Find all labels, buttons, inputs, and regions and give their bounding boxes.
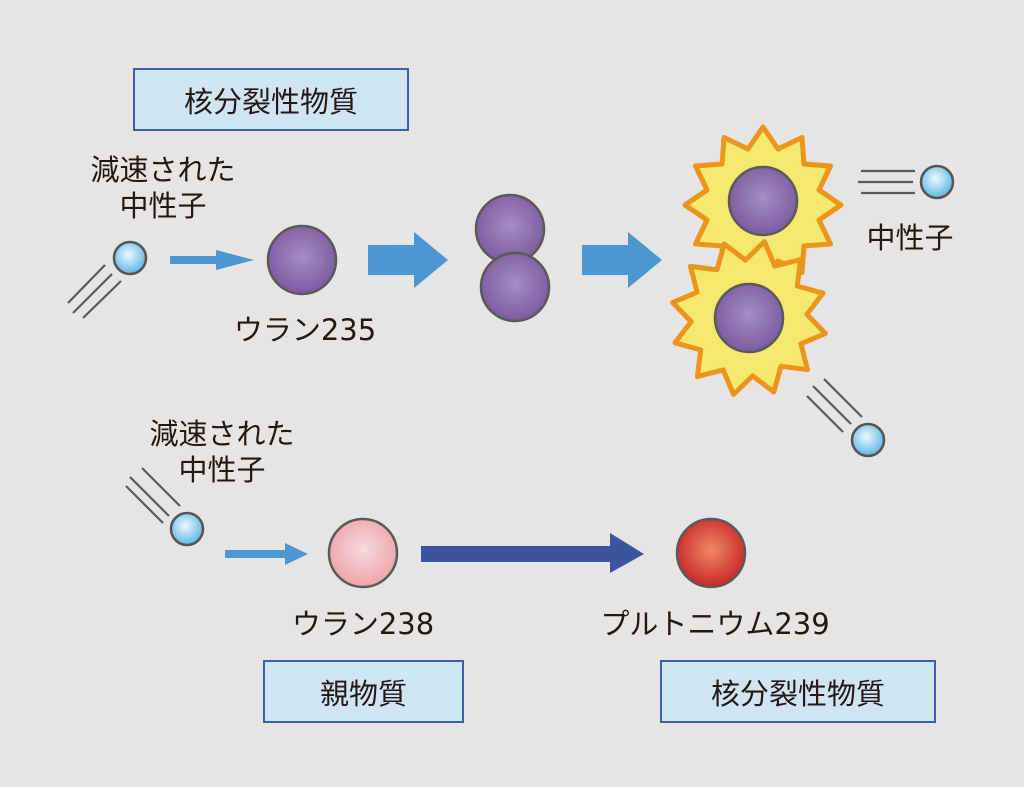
fertile-material-box-label: 親物質 [319,676,407,711]
neutron-icon [112,240,148,276]
motion-lines-icon [806,378,863,433]
emitted-neutron-label: 中性子 [866,221,954,255]
slow-neutron-top [67,240,148,319]
arrow-to-fission [582,232,662,288]
uranium-235-label: ウラン235 [233,313,377,347]
slow-neutron-label-top: 減速された 中性子 [78,152,248,224]
slow-neutron-label-bottom: 減速された 中性子 [137,416,307,488]
uranium-238-label: ウラン238 [291,607,435,641]
fission-fragment-bottom-icon [713,282,785,354]
emitted-neutron-right [858,164,955,200]
fissile-material-box-top-label: 核分裂性物質 [183,84,358,119]
motion-lines-icon [125,467,181,524]
emitted-neutron-down [806,378,886,458]
slow-neutron-label-top-line2: 中性子 [119,189,207,223]
fissile-material-box-bottom-label: 核分裂性物質 [710,676,885,711]
neutron-icon [169,511,205,547]
fission-fragment-top-icon [727,165,799,237]
uranium-235-nucleus-icon [266,224,338,296]
slow-neutron-label-bottom-line1: 減速された [149,417,295,451]
slow-neutron-label-bottom-line2: 中性子 [178,453,266,487]
plutonium-239-nucleus-icon [675,517,747,589]
motion-lines-icon [858,169,915,195]
neutron-icon [919,164,955,200]
arrow-neutron-to-u238 [225,543,308,565]
fertile-material-box: 親物質 [263,660,464,723]
motion-lines-icon [67,264,122,319]
fissile-material-box-top: 核分裂性物質 [133,68,409,131]
slow-neutron-bottom [125,467,205,547]
compound-nucleus-icon [474,193,551,323]
fissile-material-box-bottom: 核分裂性物質 [660,660,936,723]
neutron-icon [850,422,886,458]
arrow-to-compound-nucleus [368,232,448,288]
uranium-238-nucleus-icon [327,517,399,589]
plutonium-239-label: プルトニウム239 [600,607,830,641]
arrow-u238-to-pu239 [421,533,644,573]
slow-neutron-label-top-line1: 減速された [90,153,236,187]
arrow-neutron-to-u235 [170,250,254,270]
